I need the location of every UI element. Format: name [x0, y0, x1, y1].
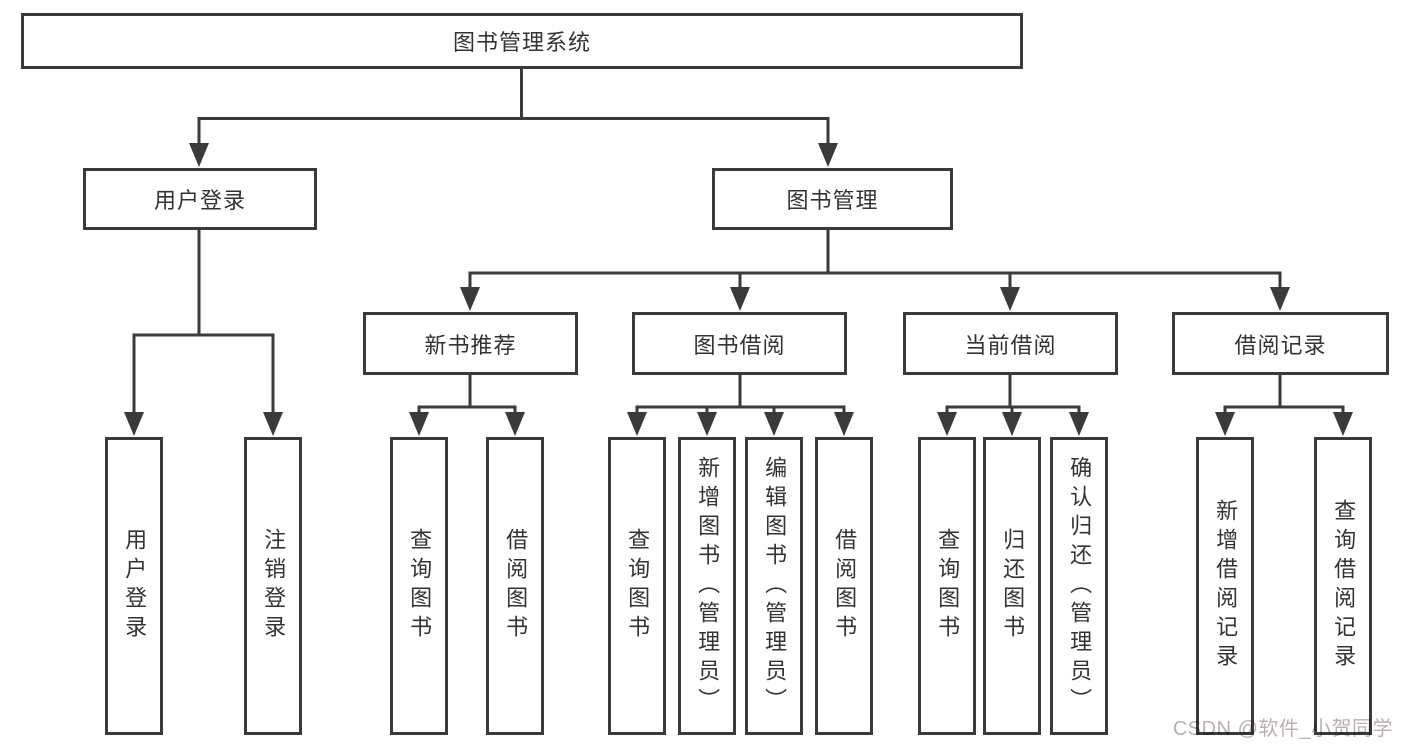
node-label: 图书管理系统 [452, 30, 591, 55]
connector-book-management-to-level3 [460, 230, 1290, 311]
connector-borrow-records-to-children [1215, 375, 1353, 436]
leaf-label: 新增图书（管理员） [695, 455, 721, 717]
leaf-label: 确认归还（管理员） [1067, 455, 1093, 717]
node-library-management-system: 图书管理系统 [21, 13, 1023, 69]
leaf-search-books-current: 查询图书 [918, 437, 976, 735]
leaf-borrow-books-borrowing: 借阅图书 [815, 437, 873, 735]
connector-user-login-to-children [124, 230, 283, 436]
leaf-return-books: 归还图书 [983, 437, 1041, 735]
leaf-label: 注销登录 [261, 528, 287, 644]
connector-root-to-level2 [189, 67, 838, 167]
connector-new-book-recommend-to-children [409, 375, 525, 436]
leaf-label: 新增借阅记录 [1213, 499, 1239, 673]
leaf-label: 归还图书 [1000, 528, 1026, 644]
node-book-management: 图书管理 [712, 168, 953, 230]
node-label: 图书管理 [786, 188, 879, 213]
leaf-label: 借阅图书 [832, 528, 858, 644]
node-new-book-recommend: 新书推荐 [363, 312, 578, 375]
node-current-borrowing: 当前借阅 [903, 312, 1118, 375]
leaf-search-books-recommend: 查询图书 [390, 437, 448, 735]
leaf-label: 查询借阅记录 [1331, 499, 1357, 673]
node-label: 用户登录 [153, 188, 246, 213]
leaf-user-login: 用户登录 [105, 437, 163, 735]
leaf-logout: 注销登录 [244, 437, 302, 735]
node-borrow-records: 借阅记录 [1172, 312, 1389, 375]
leaf-search-borrow-record: 查询借阅记录 [1314, 437, 1372, 735]
leaf-label: 编辑图书（管理员） [762, 455, 788, 717]
node-label: 借阅记录 [1234, 332, 1327, 358]
leaf-label: 查询图书 [625, 528, 651, 644]
connector-book-borrowing-to-children [627, 375, 854, 436]
csdn-watermark: CSDN @软件_小贺同学 [1172, 718, 1393, 740]
node-user-login: 用户登录 [83, 168, 317, 230]
node-label: 当前借阅 [964, 332, 1057, 358]
leaf-label: 查询图书 [935, 528, 961, 644]
node-book-borrowing: 图书借阅 [632, 312, 847, 375]
node-label: 图书借阅 [693, 332, 786, 358]
leaf-borrow-books-recommend: 借阅图书 [486, 437, 544, 735]
leaf-add-book-admin: 新增图书（管理员） [678, 437, 736, 735]
leaf-edit-book-admin: 编辑图书（管理员） [745, 437, 803, 735]
leaf-search-books-borrowing: 查询图书 [608, 437, 666, 735]
node-label: 新书推荐 [424, 332, 517, 358]
leaf-label: 查询图书 [407, 528, 433, 644]
leaf-add-borrow-record: 新增借阅记录 [1196, 437, 1254, 735]
connector-current-borrowing-to-children [937, 375, 1089, 436]
leaf-label: 用户登录 [122, 528, 148, 644]
leaf-confirm-return-admin: 确认归还（管理员） [1050, 437, 1108, 735]
leaf-label: 借阅图书 [503, 528, 529, 644]
